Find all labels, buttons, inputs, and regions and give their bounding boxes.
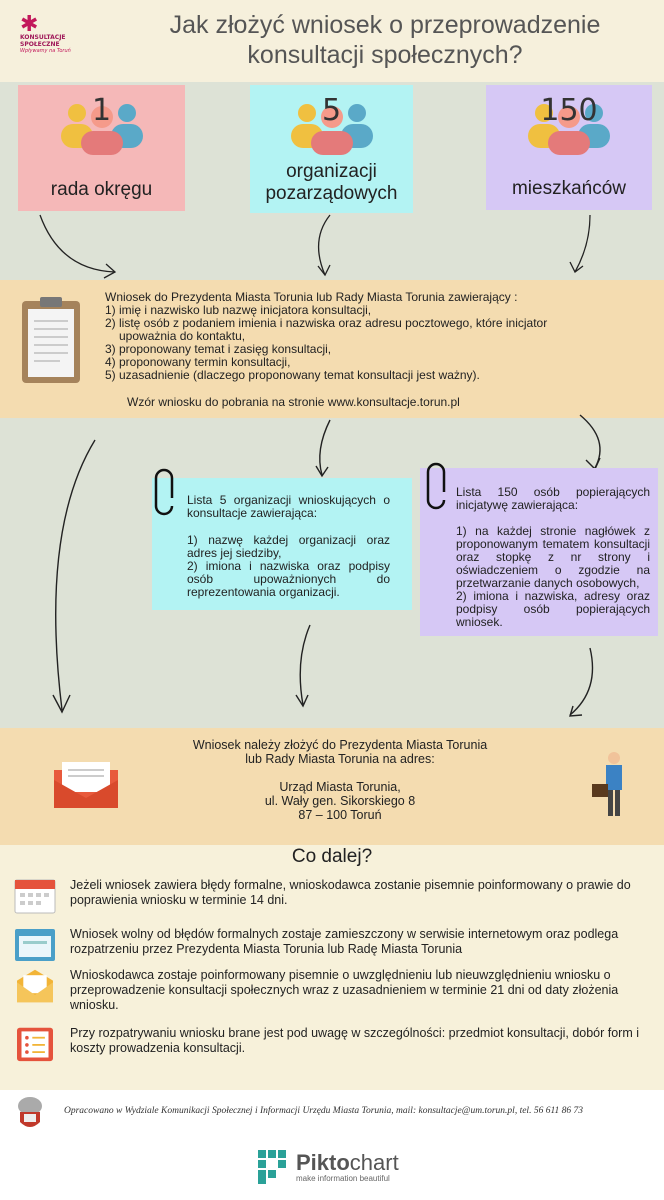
paperclip-icon	[426, 462, 446, 510]
paperclip-icon	[154, 468, 174, 516]
request-heading: Wniosek do Prezydenta Miasta Torunia lub…	[105, 290, 518, 304]
step-text: Jeżeli wniosek zawiera błędy formalne, w…	[70, 878, 631, 907]
initiator-card-residents: 150 mieszkańców	[486, 85, 652, 210]
org-list-item: 1) nazwę każdej organizacji oraz adres j…	[187, 533, 390, 560]
people-icon	[60, 104, 143, 155]
submit-text: lub Rady Miasta Torunia na adres:	[245, 752, 435, 766]
resident-list-heading: Lista 150 osób popierających inicjatywę …	[456, 485, 650, 512]
logo-text: KONSULTACJE	[20, 34, 66, 41]
initiator-label: rada okręgu	[50, 179, 153, 200]
logo: ✱ KONSULTACJE SPOŁECZNE Wpływamy na Toru…	[20, 12, 90, 55]
calendar-icon	[14, 879, 56, 914]
initiator-count: 1	[91, 93, 112, 128]
piktochart-icon	[258, 1150, 286, 1184]
address-line: 87 – 100 Toruń	[298, 808, 382, 822]
title-line: Jak złożyć wniosek o przeprowadzenie	[169, 11, 601, 39]
next-step: Wnioskodawca zostaje poinformowany pisem…	[14, 968, 654, 1013]
title-line: konsultacji społecznych?	[247, 41, 523, 69]
request-band	[0, 280, 664, 418]
request-item: 2) listę osób z podaniem imienia i nazwi…	[105, 316, 548, 330]
next-step: Przy rozpatrywaniu wniosku brane jest po…	[14, 1026, 654, 1062]
step-text: Przy rozpatrywaniu wniosku brane jest po…	[70, 1026, 640, 1055]
label-line: organizacji	[286, 161, 377, 182]
header	[0, 0, 664, 82]
resident-list-item: 2) imiona i nazwiska, adresy oraz podpis…	[456, 589, 650, 629]
address-line: Urząd Miasta Torunia,	[279, 780, 401, 794]
people-icon	[528, 104, 610, 155]
initiator-label: mieszkańców	[511, 178, 627, 199]
checklist-icon	[17, 1027, 53, 1062]
page-title: Jak złożyć wniosek o przeprowadzenie kon…	[110, 10, 660, 70]
brand-tagline: make information beautiful	[296, 1173, 390, 1183]
logo-tagline: Wpływamy na Toruń	[20, 48, 71, 54]
open-envelope-icon	[17, 969, 53, 1003]
step-text: Wniosek wolny od błędów formalnych zosta…	[70, 927, 619, 956]
request-item: 5) uzasadnienie (dlaczego proponowany te…	[105, 368, 480, 382]
initiator-count: 5	[321, 93, 342, 128]
browser-window-icon	[15, 929, 55, 961]
download-link[interactable]: Wzór wniosku do pobrania na stronie www.…	[127, 395, 460, 409]
brand-name: Pikto	[296, 1149, 350, 1175]
request-item: 1) imię i nazwisko lub nazwę inicjatora …	[105, 303, 372, 317]
initiator-card-council: 1 rada okręgu	[18, 85, 185, 211]
piktochart-logo: Piktochart make information beautiful	[258, 1150, 399, 1184]
next-step: Jeżeli wniosek zawiera błędy formalne, w…	[14, 878, 654, 914]
resident-list-item: 1) na każdej stronie nagłówek z proponow…	[456, 524, 650, 590]
request-contents: Wniosek do Prezydenta Miasta Torunia lub…	[105, 291, 660, 409]
flow-arrows	[52, 414, 601, 717]
next-steps-title: Co dalej?	[291, 846, 373, 867]
clipboard-icon	[22, 297, 80, 383]
request-item: 4) proponowany termin konsultacji,	[105, 355, 291, 369]
address-line: ul. Wały gen. Sikorskiego 8	[264, 794, 416, 808]
arrows-to-request	[39, 214, 591, 279]
businessman-icon	[592, 752, 622, 816]
people-icon	[290, 104, 373, 155]
submit-text: Wniosek należy złożyć do Prezydenta Mias…	[192, 738, 488, 752]
submit-info: Wniosek należy złożyć do Prezydenta Mias…	[150, 738, 530, 822]
brand-name: chart	[349, 1149, 399, 1175]
org-list-box: Lista 5 organizacji wnioskujących o kons…	[152, 478, 412, 610]
next-step: Wniosek wolny od błędów formalnych zosta…	[14, 927, 654, 963]
logo-star-icon: ✱	[20, 12, 39, 37]
request-item: 3) proponowany temat i zasięg konsultacj…	[105, 342, 332, 356]
logo-text: SPOŁECZNE	[20, 41, 60, 48]
request-item: upoważnia do kontaktu,	[119, 329, 246, 343]
resident-list-box: Lista 150 osób popierających inicjatywę …	[420, 468, 658, 636]
envelope-icon	[54, 762, 118, 808]
footer-credit: Opracowano w Wydziale Komunikacji Społec…	[64, 1106, 583, 1116]
torun-coat-of-arms-icon	[18, 1097, 42, 1127]
initiator-count: 150	[540, 93, 598, 128]
step-text: Wnioskodawca zostaje poinformowany pisem…	[70, 968, 619, 1012]
org-list-heading: Lista 5 organizacji wnioskujących o kons…	[187, 493, 390, 520]
next-steps-section	[0, 845, 664, 1090]
label-line: pozarządowych	[265, 183, 398, 204]
org-list-item: 2) imiona i nazwiska oraz podpisy osób u…	[187, 559, 390, 599]
